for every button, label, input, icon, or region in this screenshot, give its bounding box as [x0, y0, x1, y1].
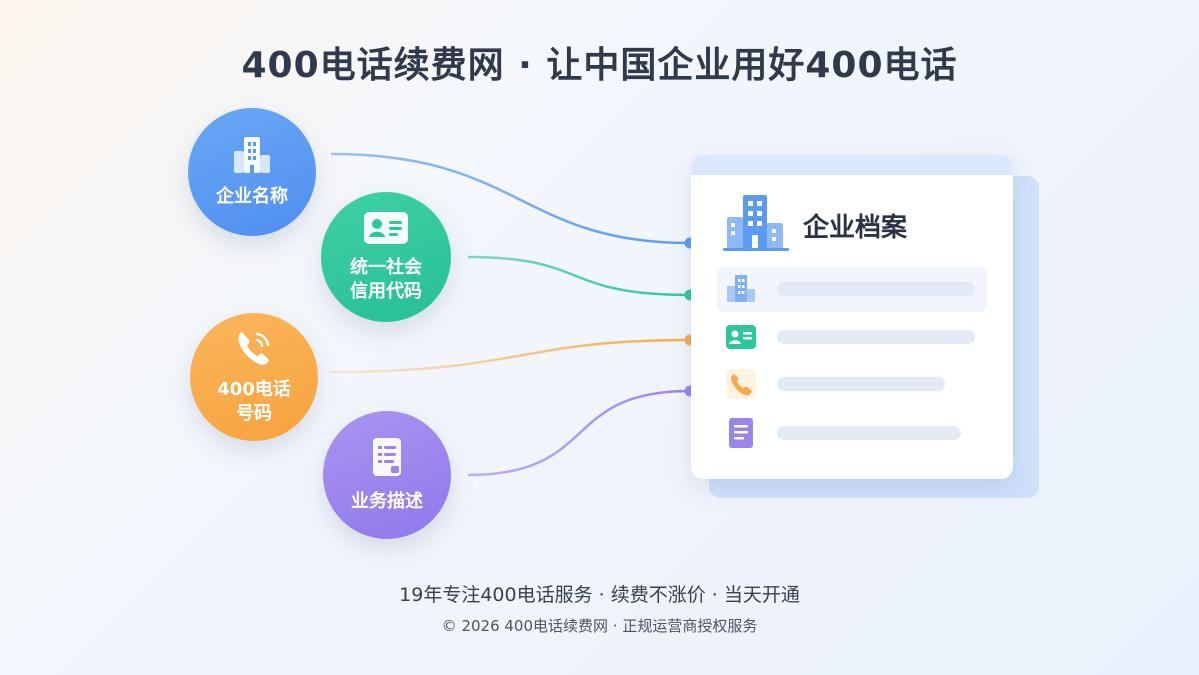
- connector-company-name: [330, 152, 691, 245]
- connector-phone-number: [329, 338, 691, 374]
- bubble-credit-code: 统一社会 信用代码: [321, 192, 451, 322]
- card-header-strip: [691, 155, 1013, 175]
- page-title: 400电话续费网 · 让中国企业用好400电话: [241, 45, 958, 86]
- placeholder-bar: [777, 426, 961, 440]
- document-icon: [723, 417, 759, 449]
- card-row-company-name: [717, 266, 987, 312]
- copyright: © 2026 400电话续费网 · 正规运营商授权服务: [441, 617, 758, 635]
- card-row-phone-number: [717, 361, 987, 407]
- id-card-icon: [362, 210, 410, 250]
- building-icon: [723, 274, 759, 304]
- placeholder-bar: [777, 330, 975, 344]
- phone-icon: [232, 328, 276, 372]
- tagline: 19年专注400电话服务 · 续费不涨价 · 当天开通: [399, 584, 800, 606]
- enterprise-profile-card: 企业档案: [691, 155, 1013, 479]
- bubble-label: 400电话 号码: [217, 379, 291, 424]
- connector-credit-code: [467, 255, 691, 297]
- card-header: 企业档案: [723, 193, 907, 257]
- bubble-label: 业务描述: [351, 491, 423, 512]
- id-card-icon: [723, 324, 759, 350]
- building-icon: [230, 135, 274, 179]
- bubble-label: 统一社会 信用代码: [350, 257, 422, 302]
- placeholder-bar: [777, 377, 945, 391]
- card-title: 企业档案: [803, 212, 908, 243]
- bubble-phone-number: 400电话 号码: [190, 313, 318, 441]
- phone-icon: [723, 369, 759, 399]
- bubble-company-name: 企业名称: [188, 108, 316, 236]
- card-row-credit-code: [717, 314, 987, 360]
- connector-business-desc: [467, 389, 691, 477]
- building-icon: [723, 193, 789, 257]
- card-row-business-desc: [717, 410, 987, 456]
- bubble-label: 企业名称: [216, 186, 288, 207]
- document-icon: [367, 436, 407, 484]
- bubble-business-desc: 业务描述: [323, 411, 451, 539]
- placeholder-bar: [777, 282, 975, 296]
